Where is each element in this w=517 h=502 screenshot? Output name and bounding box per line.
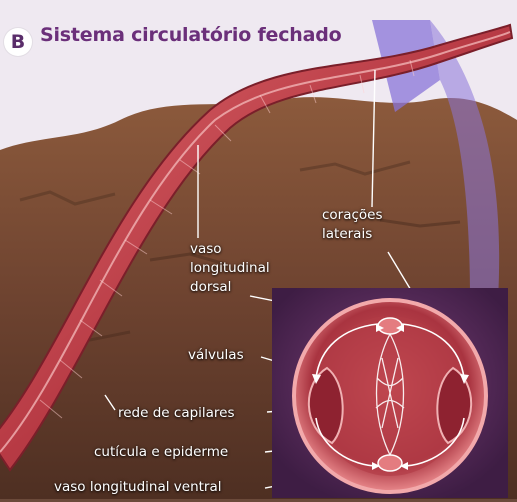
label-valvulas: válvulas: [188, 347, 244, 363]
label-vaso-dorsal-line3: dorsal: [190, 279, 232, 295]
label-vaso-dorsal: vaso longitudinal dorsal: [190, 240, 270, 297]
label-vaso-ventral: vaso longitudinal ventral: [54, 479, 222, 495]
label-coracoes-line1: corações: [322, 207, 383, 223]
figure-badge: B: [4, 28, 32, 56]
label-rede-capilares: rede de capilares: [118, 405, 235, 421]
label-vaso-dorsal-line2: longitudinal: [190, 260, 270, 276]
title-band: B Sistema circulatório fechado: [0, 0, 517, 74]
cross-section-inset: [272, 288, 508, 498]
label-cuticula-epiderme: cutícula e epiderme: [94, 444, 229, 460]
cross-section-illustration: [272, 288, 508, 498]
label-coracoes-line2: laterais: [322, 226, 373, 242]
figure-title: Sistema circulatório fechado: [40, 24, 342, 46]
label-vaso-dorsal-line1: vaso: [190, 241, 222, 257]
label-coracoes-laterais: corações laterais: [322, 206, 383, 244]
